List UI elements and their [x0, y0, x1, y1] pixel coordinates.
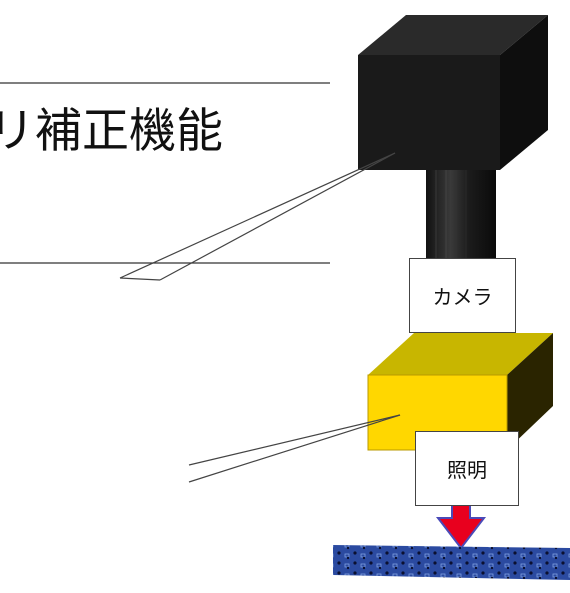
work-surface	[333, 545, 570, 580]
camera-callout-box: カメラ	[409, 258, 516, 333]
camera-callout-label: カメラ	[432, 285, 493, 309]
light-callout-pointer	[188, 414, 401, 483]
camera-callout-pointer	[119, 152, 396, 281]
light-callout-label: 照明	[447, 458, 487, 482]
light-callout-box: 照明	[415, 431, 519, 506]
camera-body	[358, 15, 548, 170]
page-title: リ補正機能	[0, 104, 223, 159]
